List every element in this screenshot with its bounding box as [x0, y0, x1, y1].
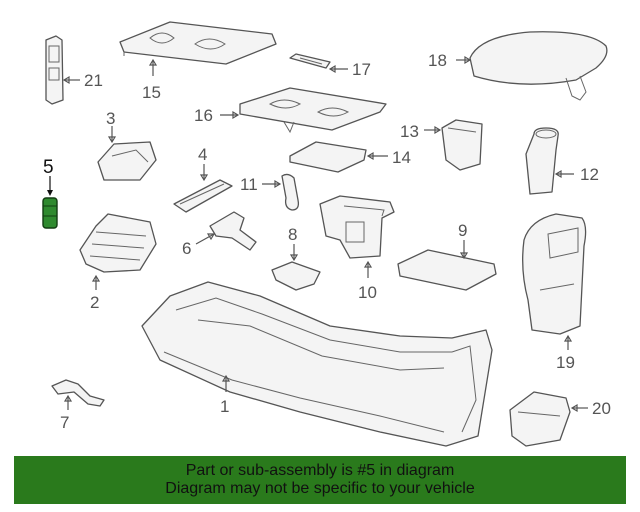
part-2[interactable]: [79, 213, 157, 290]
callout-1: 1: [220, 397, 229, 416]
part-1[interactable]: [141, 281, 493, 447]
part-10[interactable]: [319, 195, 395, 278]
callout-13: 13: [400, 122, 419, 141]
part-12[interactable]: [525, 127, 574, 195]
callout-16: 16: [194, 106, 213, 125]
callout-12: 12: [580, 165, 599, 184]
callout-3: 3: [106, 109, 115, 128]
part-7[interactable]: [51, 379, 105, 410]
part-16[interactable]: [220, 87, 387, 134]
banner-line-1: Part or sub-assembly is #5 in diagram: [185, 462, 455, 479]
callout-18: 18: [428, 51, 447, 70]
callout-7: 7: [60, 413, 69, 432]
part-11[interactable]: [262, 173, 300, 211]
part-20[interactable]: [509, 391, 588, 447]
part-15[interactable]: [119, 21, 277, 76]
callout-15: 15: [142, 83, 161, 102]
part-18[interactable]: [456, 31, 608, 101]
callout-8: 8: [288, 225, 297, 244]
info-banner: Part or sub-assembly is #5 in diagram Di…: [14, 456, 626, 504]
callout-19: 19: [556, 353, 575, 372]
part-9[interactable]: [397, 240, 497, 291]
callout-4: 4: [198, 145, 207, 164]
callout-10: 10: [358, 283, 377, 302]
part-4[interactable]: [173, 164, 233, 213]
callout-14: 14: [392, 148, 411, 167]
callout-21: 21: [84, 71, 103, 90]
part-17[interactable]: [289, 53, 348, 74]
part-19[interactable]: [522, 213, 587, 350]
part-8[interactable]: [271, 244, 321, 291]
callout-17: 17: [352, 60, 371, 79]
callout-5: 5: [43, 157, 54, 178]
callout-11: 11: [240, 175, 258, 194]
banner-line-2: Diagram may not be specific to your vehi…: [165, 480, 475, 497]
part-14[interactable]: [289, 141, 388, 173]
part-6[interactable]: [195, 211, 257, 251]
part-5[interactable]: [42, 176, 58, 229]
parts-diagram: 21 15 17 18 16 14: [42, 21, 611, 447]
part-3[interactable]: [97, 126, 157, 181]
part-13[interactable]: [424, 119, 483, 171]
part-21[interactable]: [45, 35, 80, 105]
callout-20: 20: [592, 399, 611, 418]
callout-2: 2: [90, 293, 99, 312]
callout-9: 9: [458, 221, 467, 240]
callout-6: 6: [182, 239, 191, 258]
